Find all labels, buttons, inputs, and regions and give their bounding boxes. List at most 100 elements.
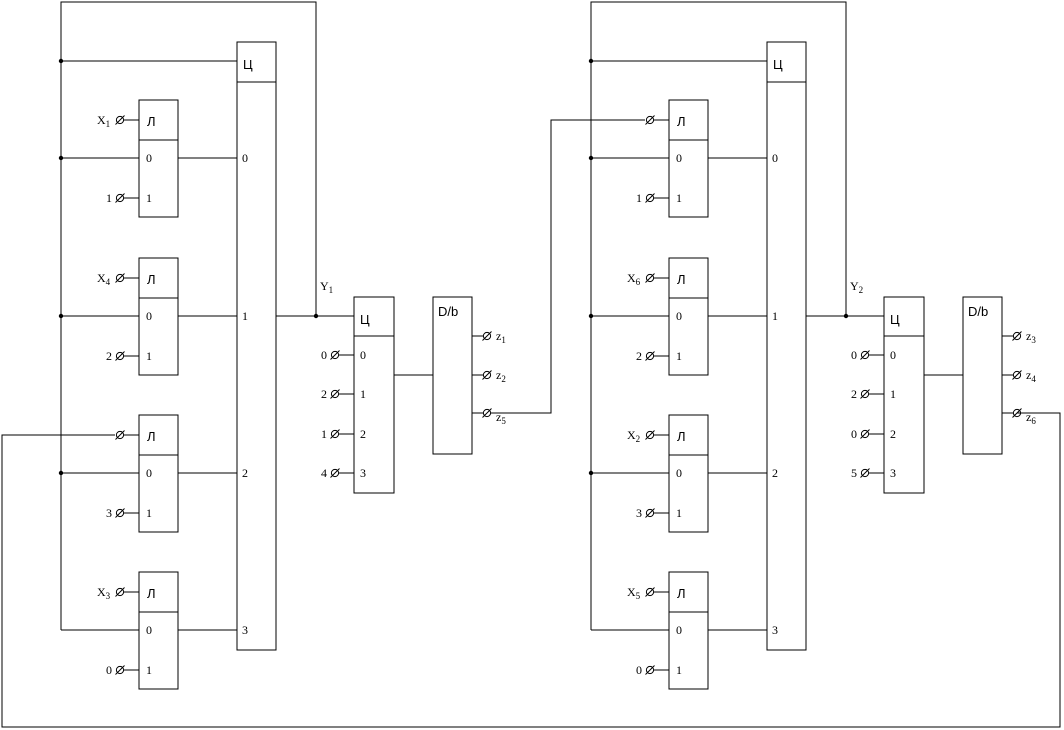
terminal-slash [860, 429, 870, 439]
logic-cell-left-3 [138, 414, 179, 533]
decoder-title: D/b [438, 304, 458, 319]
mux-pin-label: 2 [360, 427, 366, 441]
decoder-output-label: z6 [1026, 410, 1036, 426]
selector-pin-label: 2 [772, 466, 778, 480]
selector-block-left [236, 41, 277, 651]
logic-cell-pin-label: 1 [676, 191, 682, 205]
mux-input-label: 0 [321, 348, 327, 362]
mux-pin-label: 0 [360, 348, 366, 362]
terminal-circle [860, 468, 870, 478]
mux-input-label: 0 [851, 427, 857, 441]
terminal-circle [115, 665, 125, 675]
mux-block-left [353, 296, 395, 494]
logic-cell-pin-label: 1 [676, 663, 682, 677]
logic-cell-input-label: X5 [627, 585, 641, 601]
mux-input-label: 2 [321, 387, 327, 401]
logic-cell-title: Л [677, 114, 686, 129]
decoder-output-label: z5 [496, 410, 506, 426]
terminal-slash [1012, 331, 1022, 341]
decoder-output-label: z4 [1026, 368, 1036, 384]
terminal-circle [645, 273, 655, 283]
selector-pin-label: 2 [242, 466, 248, 480]
mux-pin-label: 1 [360, 387, 366, 401]
logic-cell-pin-label: 1 [676, 506, 682, 520]
terminal-slash [330, 468, 340, 478]
terminal-circle [115, 193, 125, 203]
logic-cell-pin-label: 0 [676, 309, 682, 323]
terminal-slash [482, 370, 492, 380]
terminal-circle [115, 587, 125, 597]
logic-cell-title: Л [147, 272, 156, 287]
terminal-slash [115, 115, 125, 125]
logic-cell-right-1 [668, 99, 709, 218]
selector-pin-label: 0 [242, 151, 248, 165]
z6-feedback-wire [1, 412, 1061, 728]
logic-cell-right-2 [668, 257, 709, 376]
logic-cell-title: Л [147, 114, 156, 129]
mux-pin-label: 3 [890, 466, 896, 480]
terminal-slash [115, 665, 125, 675]
logic-cell-title: Л [677, 429, 686, 444]
mux-pin-label: 1 [890, 387, 896, 401]
logic-cell-constant-label: 1 [106, 191, 112, 205]
logic-cell-title: Л [147, 586, 156, 601]
logic-cell-constant-label: 3 [106, 506, 112, 520]
selector-title: Ц [243, 57, 253, 72]
logic-cell-right-4 [668, 571, 709, 690]
terminal-circle [1012, 331, 1022, 341]
logic-cell-pin-label: 1 [146, 349, 152, 363]
logic-cell-input-label: X3 [97, 585, 111, 601]
mux-pin-label: 3 [360, 466, 366, 480]
logic-cell-title: Л [677, 586, 686, 601]
terminal-slash [860, 468, 870, 478]
mux-input-label: 0 [851, 348, 857, 362]
logic-cell-pin-label: 0 [676, 623, 682, 637]
selector-pin-label: 1 [772, 309, 778, 323]
decoder-block-right [962, 296, 1003, 455]
logic-cell-left-2 [138, 257, 179, 376]
junction-dot [313, 313, 319, 319]
logic-cell-constant-label: 1 [636, 191, 642, 205]
terminal-slash [860, 350, 870, 360]
terminal-circle [645, 351, 655, 361]
z5-feedback-wire [491, 119, 645, 414]
logic-cell-title: Л [677, 272, 686, 287]
logic-cell-input-label: X2 [627, 428, 640, 444]
mux-title: Ц [360, 312, 370, 327]
logic-cell-input-label: X4 [97, 271, 111, 287]
mux-input-label: 4 [321, 466, 327, 480]
terminal-circle [330, 429, 340, 439]
top-loop-wire [590, 1, 847, 316]
logic-cell-constant-label: 0 [106, 663, 112, 677]
mux-input-label: 2 [851, 387, 857, 401]
decoder-block-left [432, 296, 473, 455]
logic-cell-constant-label: 2 [636, 349, 642, 363]
terminal-slash [330, 350, 340, 360]
terminal-circle [482, 408, 492, 418]
decoder-title: D/b [968, 304, 988, 319]
logic-cell-pin-label: 0 [676, 151, 682, 165]
mux-title: Ц [890, 312, 900, 327]
logic-cell-left-1 [138, 99, 179, 218]
terminal-slash [115, 273, 125, 283]
selector-pin-label: 0 [772, 151, 778, 165]
mux-input-label: 5 [851, 466, 857, 480]
terminal-slash [115, 193, 125, 203]
terminal-circle [645, 115, 655, 125]
terminal-circle [645, 430, 655, 440]
terminal-slash [115, 430, 125, 440]
terminal-circle [645, 193, 655, 203]
terminal-slash [860, 389, 870, 399]
mux-block-right [883, 296, 925, 494]
logic-cell-pin-label: 1 [146, 663, 152, 677]
terminal-slash [330, 389, 340, 399]
selector-pin-label: 3 [242, 623, 248, 637]
terminal-circle [645, 508, 655, 518]
terminal-slash [645, 273, 655, 283]
terminal-circle [115, 351, 125, 361]
decoder-output-label: z3 [1026, 329, 1036, 345]
decoder-output-label: z1 [496, 329, 506, 345]
terminal-slash [330, 429, 340, 439]
terminal-slash [115, 508, 125, 518]
